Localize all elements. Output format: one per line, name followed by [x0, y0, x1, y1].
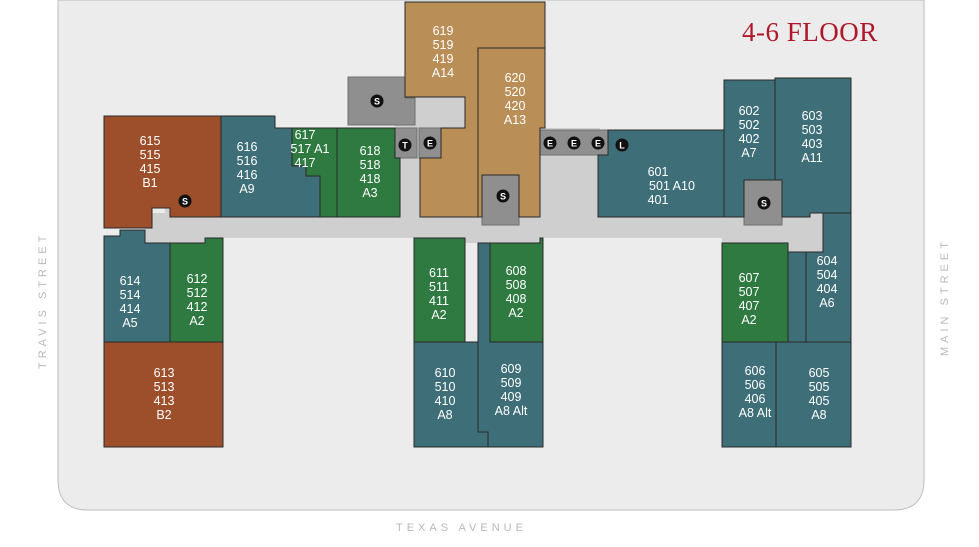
svg-text:S: S — [374, 97, 380, 107]
svg-text:T: T — [402, 141, 408, 151]
markers: S S S S T E E E E L — [178, 94, 771, 210]
unit-618[interactable] — [336, 127, 401, 218]
unit-613[interactable] — [103, 341, 224, 448]
elevator-icon: E — [423, 136, 437, 150]
svg-text:E: E — [427, 139, 433, 149]
svg-text:E: E — [595, 139, 601, 149]
elevator-icon: E — [567, 136, 581, 150]
svg-text:E: E — [547, 139, 553, 149]
unit-614[interactable] — [103, 229, 171, 343]
stairs-icon: S — [757, 196, 771, 210]
svg-text:L: L — [619, 141, 625, 151]
stairs-icon: S — [178, 194, 192, 208]
elevator-icon: E — [543, 136, 557, 150]
elevator-icon: E — [591, 136, 605, 150]
svg-text:S: S — [761, 199, 767, 209]
svg-text:S: S — [500, 192, 506, 202]
street-label-travis: TRAVIS STREET — [37, 232, 49, 369]
unit-611[interactable] — [413, 237, 466, 343]
svg-text:E: E — [571, 139, 577, 149]
main-corridor — [120, 213, 823, 252]
trash-icon: T — [398, 138, 412, 152]
unit-603[interactable] — [774, 77, 852, 218]
floor-title: 4-6 FLOOR — [742, 17, 878, 47]
units — [103, 1, 852, 448]
stairs-icon: S — [370, 94, 384, 108]
svg-text:S: S — [182, 197, 188, 207]
unit-620[interactable] — [477, 47, 546, 218]
street-label-main: MAIN STREET — [939, 238, 951, 356]
street-label-texas: TEXAS AVENUE — [396, 522, 527, 534]
laundry-icon: L — [615, 138, 629, 152]
unit-610[interactable] — [413, 341, 489, 448]
stairs-icon: S — [496, 189, 510, 203]
unit-607[interactable] — [721, 242, 789, 343]
